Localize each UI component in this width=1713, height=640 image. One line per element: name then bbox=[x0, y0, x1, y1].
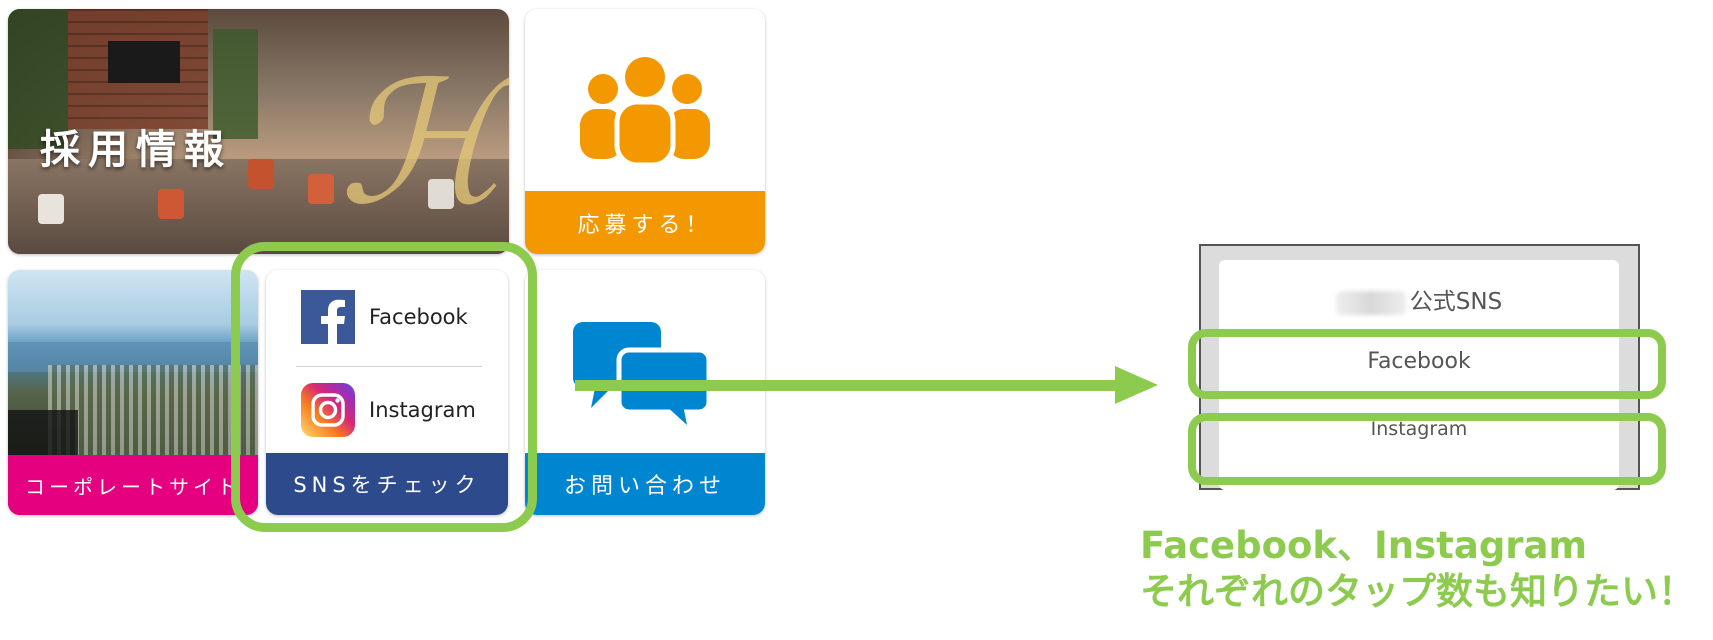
instagram-icon bbox=[301, 383, 355, 437]
apply-button-label: 応募する！ bbox=[525, 191, 765, 254]
facebook-label: Facebook bbox=[369, 305, 468, 329]
instagram-row-highlight bbox=[1188, 413, 1666, 485]
caption-line-1: Facebook、Instagram bbox=[1140, 524, 1588, 567]
caption-line-2: それぞれのタップ数も知りたい！ bbox=[1140, 570, 1695, 613]
corporate-photo-city bbox=[48, 365, 258, 455]
recruit-photo-wall bbox=[8, 9, 68, 149]
recruit-photo-chair bbox=[38, 194, 64, 224]
recruit-photo-plants bbox=[213, 29, 258, 139]
corporate-photo-pool bbox=[8, 410, 78, 455]
sns-divider bbox=[296, 366, 482, 367]
recruit-title: 採用情報 bbox=[40, 127, 232, 173]
recruit-photo-chair bbox=[428, 179, 454, 209]
people-group-icon bbox=[580, 57, 710, 168]
instagram-label: Instagram bbox=[369, 398, 476, 422]
recruit-photo-chair bbox=[248, 159, 274, 189]
recruit-photo-chair bbox=[308, 174, 334, 204]
recruit-photo-chair bbox=[158, 189, 184, 219]
sns-tile-highlight bbox=[231, 242, 537, 532]
sns-facebook-row[interactable]: Facebook bbox=[301, 290, 508, 344]
recruit-tile[interactable]: ℋ 採用情報 bbox=[8, 9, 509, 254]
sns-menu-title-row: 公式SNS bbox=[1219, 282, 1619, 316]
facebook-row-highlight bbox=[1188, 329, 1666, 399]
sns-menu-instagram[interactable]: Instagram bbox=[1370, 418, 1468, 440]
sns-menu-card: 公式SNS Facebook Instagram bbox=[1219, 260, 1619, 490]
sns-menu-title: 公式SNS bbox=[1409, 289, 1503, 315]
hotel-logo-watermark: ℋ bbox=[338, 45, 507, 243]
contact-tile[interactable]: お問い合わせ bbox=[525, 270, 765, 515]
sns-menu-facebook[interactable]: Facebook bbox=[1367, 349, 1471, 374]
contact-label: お問い合わせ bbox=[525, 453, 765, 515]
apply-tile[interactable]: 応募する！ bbox=[525, 9, 765, 254]
blurred-brand-name bbox=[1335, 290, 1406, 315]
sns-menu-panel: 公式SNS Facebook Instagram bbox=[1199, 244, 1640, 490]
corporate-site-tile[interactable]: コーポレートサイト bbox=[8, 270, 258, 515]
sns-instagram-row[interactable]: Instagram bbox=[301, 383, 508, 437]
recruit-photo-tv bbox=[108, 41, 180, 83]
facebook-icon bbox=[301, 290, 355, 344]
sns-check-label: SNSをチェック bbox=[266, 453, 508, 515]
speech-bubbles-icon bbox=[573, 322, 712, 439]
corporate-site-label: コーポレートサイト bbox=[8, 455, 258, 515]
sns-tile[interactable]: Facebook Instagram SNSをチェック bbox=[266, 270, 508, 515]
